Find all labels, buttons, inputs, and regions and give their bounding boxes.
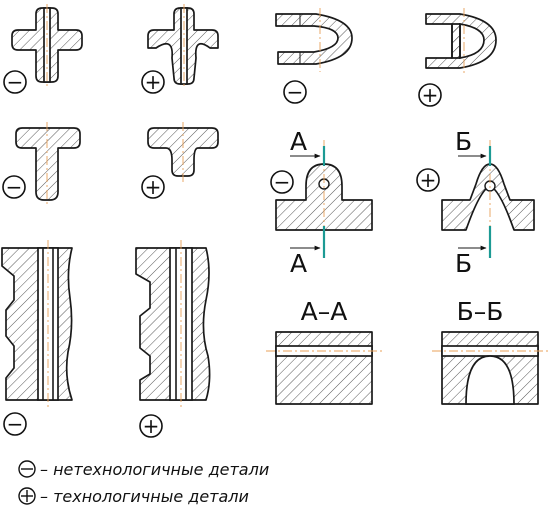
- minus-symbol: −: [283, 80, 307, 104]
- section-mark-a-top: А: [290, 127, 307, 156]
- svg-text:−: −: [274, 170, 291, 194]
- section-mark-b-bottom: Б: [455, 249, 472, 278]
- svg-text:+: +: [420, 168, 437, 192]
- svg-text:−: −: [7, 412, 24, 436]
- t-part-good: [147, 122, 219, 184]
- legend-plus-text: – технологичные детали: [40, 487, 249, 506]
- section-mark-b-top: Б: [455, 127, 472, 156]
- boss-part-good: [441, 140, 535, 250]
- svg-text:−: −: [287, 80, 304, 104]
- svg-text:+: +: [422, 83, 439, 107]
- plus-symbol: +: [139, 414, 163, 438]
- shaft-section-bad: [1, 240, 73, 410]
- minus-symbol: −: [3, 70, 27, 94]
- section-line-a: [290, 146, 326, 258]
- section-a-a: [266, 331, 382, 405]
- plus-symbol: +: [141, 175, 165, 199]
- minus-symbol: −: [3, 412, 27, 436]
- plus-symbol: +: [141, 70, 165, 94]
- shaft-section-good: [135, 240, 211, 410]
- section-title-a-a: А–А: [301, 297, 348, 326]
- minus-symbol: −: [270, 170, 294, 194]
- cross-part-bad: [11, 4, 83, 86]
- cross-part-good: [147, 4, 219, 88]
- t-part-bad: [15, 122, 81, 206]
- svg-text:−: −: [7, 70, 24, 94]
- legend-minus: – нетехнологичные детали: [18, 460, 269, 479]
- u-bracket-part-good: [425, 8, 497, 76]
- section-title-b-b: Б–Б: [457, 297, 504, 326]
- plus-symbol: +: [416, 168, 440, 192]
- svg-text:+: +: [143, 414, 160, 438]
- u-bracket-part-bad: [275, 8, 353, 72]
- svg-text:−: −: [6, 175, 23, 199]
- svg-text:+: +: [145, 175, 162, 199]
- legend-minus-text: – нетехнологичные детали: [40, 460, 269, 479]
- section-mark-a-bottom: А: [290, 249, 307, 278]
- legend-plus: – технологичные детали: [18, 487, 249, 506]
- plus-symbol: +: [418, 83, 442, 107]
- minus-symbol: −: [2, 175, 26, 199]
- section-b-b: [432, 331, 548, 405]
- section-line-b: [458, 146, 492, 258]
- svg-text:+: +: [145, 70, 162, 94]
